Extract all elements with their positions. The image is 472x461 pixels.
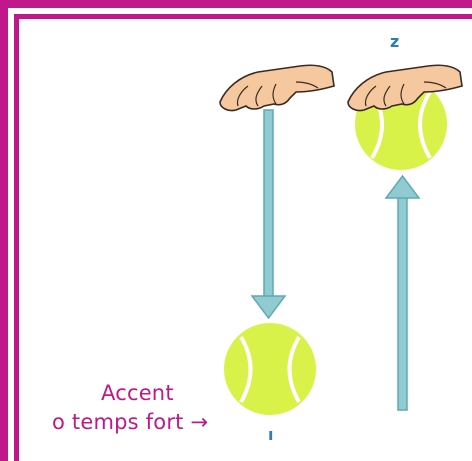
tennis-ball-icon (224, 323, 316, 415)
hand-icon (347, 64, 463, 112)
arrow-right-icon: → (190, 410, 209, 434)
accent-label: Accent (101, 381, 174, 405)
frame-border-top (0, 0, 472, 8)
arrow-up-icon (384, 174, 421, 411)
frame-inner-border-top (14, 14, 472, 19)
hand-icon (219, 64, 335, 112)
frame-inner-border-left (14, 14, 19, 461)
beat-two-number: z (390, 32, 400, 51)
temps-fort-text: o temps fort (52, 410, 184, 434)
frame-gap-top (8, 8, 472, 14)
frame-gap-left (8, 8, 14, 461)
frame-border-left (0, 0, 8, 461)
temps-fort-label: o temps fort → (52, 410, 208, 434)
beat-one-number: ı (268, 425, 274, 444)
arrow-down-icon (250, 109, 287, 320)
